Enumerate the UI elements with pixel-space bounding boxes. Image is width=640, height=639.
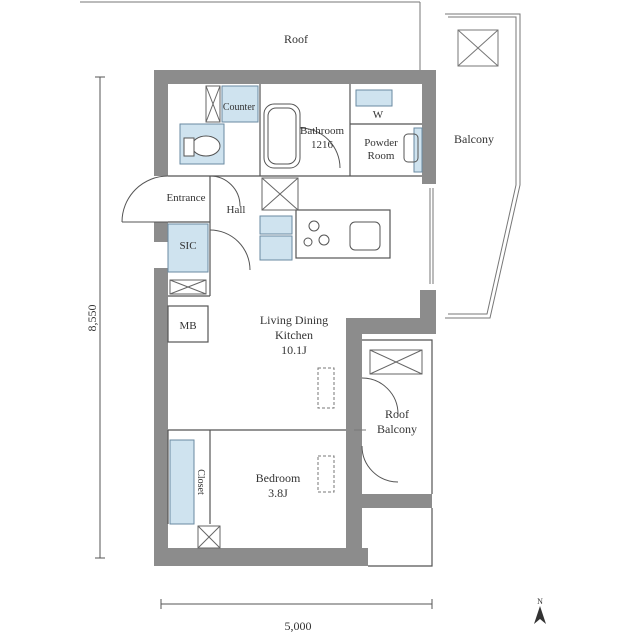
dimension-height: 8,550: [85, 305, 99, 332]
north-arrow-icon: N: [534, 597, 546, 624]
kitchen-sink: [349, 221, 381, 251]
label-balcony: Balcony: [454, 132, 494, 146]
label-bathroom-size: 1216: [311, 139, 334, 151]
pipe-shafts: [169, 85, 423, 549]
north-label: N: [537, 597, 543, 606]
ceiling-marks: [317, 367, 335, 493]
label-counter: Counter: [223, 102, 256, 113]
bathtub: [263, 103, 301, 169]
label-sic: SIC: [179, 240, 196, 252]
label-bedroom: Bedroom: [256, 471, 301, 485]
label-bedroom-size: 3.8J: [268, 486, 288, 500]
dimension-lines: [95, 76, 433, 609]
toilet: [183, 135, 221, 157]
label-mb: MB: [179, 320, 196, 332]
stove: [303, 220, 330, 247]
walls: [154, 70, 436, 566]
label-powder-room-2: Room: [368, 150, 395, 162]
label-ldk-size: 10.1J: [281, 343, 307, 357]
label-closet: Closet: [195, 469, 206, 495]
exterior-lines: [80, 1, 521, 319]
label-ldk-2: Kitchen: [275, 328, 313, 342]
interior-lines: [167, 84, 433, 567]
label-roof-balcony-1: Roof: [385, 407, 409, 421]
label-powder-room-1: Powder: [364, 137, 398, 149]
label-roof-balcony-2: Balcony: [377, 422, 417, 436]
doors: [121, 127, 399, 483]
label-w: W: [373, 109, 384, 121]
label-entrance: Entrance: [166, 192, 205, 204]
label-roof: Roof: [284, 32, 308, 46]
label-ldk-1: Living Dining: [260, 313, 328, 327]
balcony-drain-box: [457, 29, 499, 67]
dimension-width: 5,000: [285, 619, 312, 633]
label-bathroom: Bathroom: [300, 125, 344, 137]
sink: [403, 133, 419, 163]
label-hall: Hall: [227, 204, 246, 216]
windows: [354, 188, 434, 431]
